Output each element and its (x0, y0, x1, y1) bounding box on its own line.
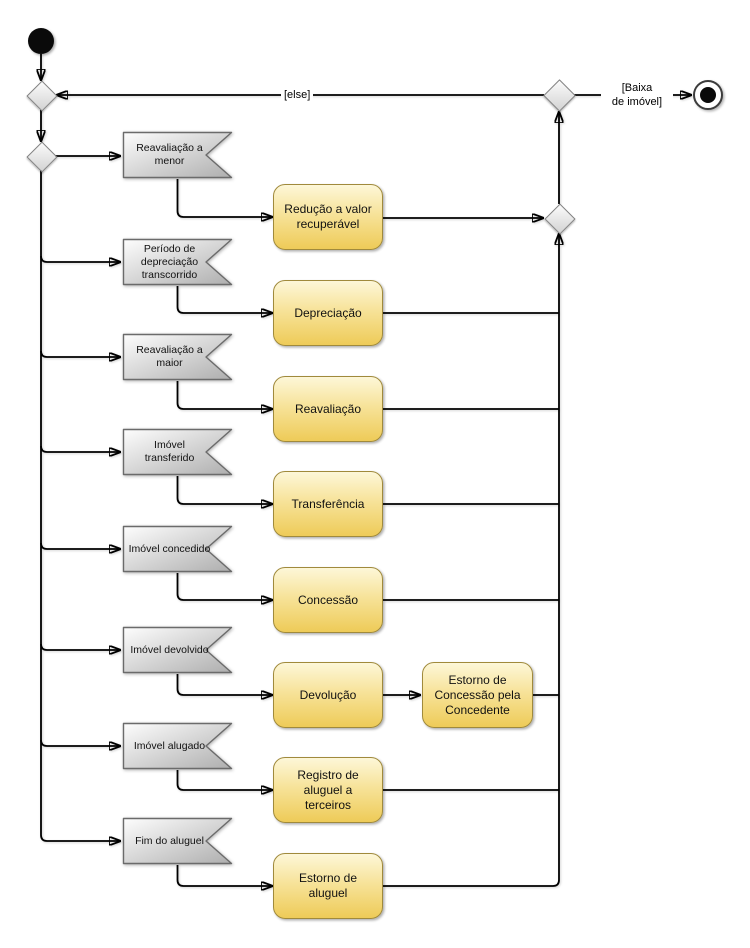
event-imovel-alugado[interactable]: Imóvel alugado (122, 722, 233, 770)
receive-signal-shape (122, 525, 233, 573)
receive-signal-shape (122, 428, 233, 476)
baixa-guard-line2: de imóvel] (611, 96, 663, 108)
event-label: Imóvel transferido (144, 439, 195, 464)
final-node-dot (700, 87, 716, 103)
action-transferencia[interactable]: Transferência (273, 471, 383, 537)
event-label: Período de depreciação transcorrido (140, 242, 199, 281)
event-fim-do-aluguel[interactable]: Fim do aluguel (122, 817, 233, 865)
event-label: Fim do aluguel (135, 834, 204, 847)
receive-signal-shape (122, 722, 233, 770)
action-reavaliacao[interactable]: Reavaliação (273, 376, 383, 442)
event-reavaliacao-a-maior[interactable]: Reavaliação a maior (122, 333, 233, 381)
event-label: Imóvel devolvido (130, 643, 209, 656)
action-concessao[interactable]: Concessão (273, 567, 383, 633)
baixa-guard-line1: [Baixa (621, 82, 653, 94)
event-imovel-devolvido[interactable]: Imóvel devolvido (122, 626, 233, 674)
action-estorno-aluguel[interactable]: Estorno de aluguel (273, 853, 383, 919)
event-periodo-depreciacao[interactable]: Período de depreciação transcorrido (122, 238, 233, 286)
event-reavaliacao-a-menor[interactable]: Reavaliação a menor (122, 131, 233, 179)
receive-signal-shape (122, 333, 233, 381)
action-registro-aluguel[interactable]: Registro de aluguel a terceiros (273, 757, 383, 823)
baixa-guard-label: [Baixa de imóvel] (601, 81, 673, 109)
action-estorno-concessao-concedente[interactable]: Estorno de Concessão pela Concedente (422, 662, 533, 728)
action-depreciacao[interactable]: Depreciação (273, 280, 383, 346)
receive-signal-shape (122, 626, 233, 674)
receive-signal-shape (122, 131, 233, 179)
else-guard-label: [else] (281, 88, 314, 102)
action-devolucao[interactable]: Devolução (273, 662, 383, 728)
event-label: Reavaliação a menor (136, 142, 203, 167)
receive-signal-shape (122, 817, 233, 865)
receive-signal-shape (122, 238, 233, 286)
event-imovel-transferido[interactable]: Imóvel transferido (122, 428, 233, 476)
initial-node[interactable] (28, 28, 54, 54)
event-imovel-concedido[interactable]: Imóvel concedido (122, 525, 233, 573)
action-reducao-valor-recuperavel[interactable]: Redução a valor recuperável (273, 184, 383, 250)
event-label: Reavaliação a maior (136, 344, 203, 369)
event-label: Imóvel alugado (133, 739, 206, 752)
event-label: Imóvel concedido (128, 542, 211, 555)
final-node[interactable] (693, 80, 723, 110)
